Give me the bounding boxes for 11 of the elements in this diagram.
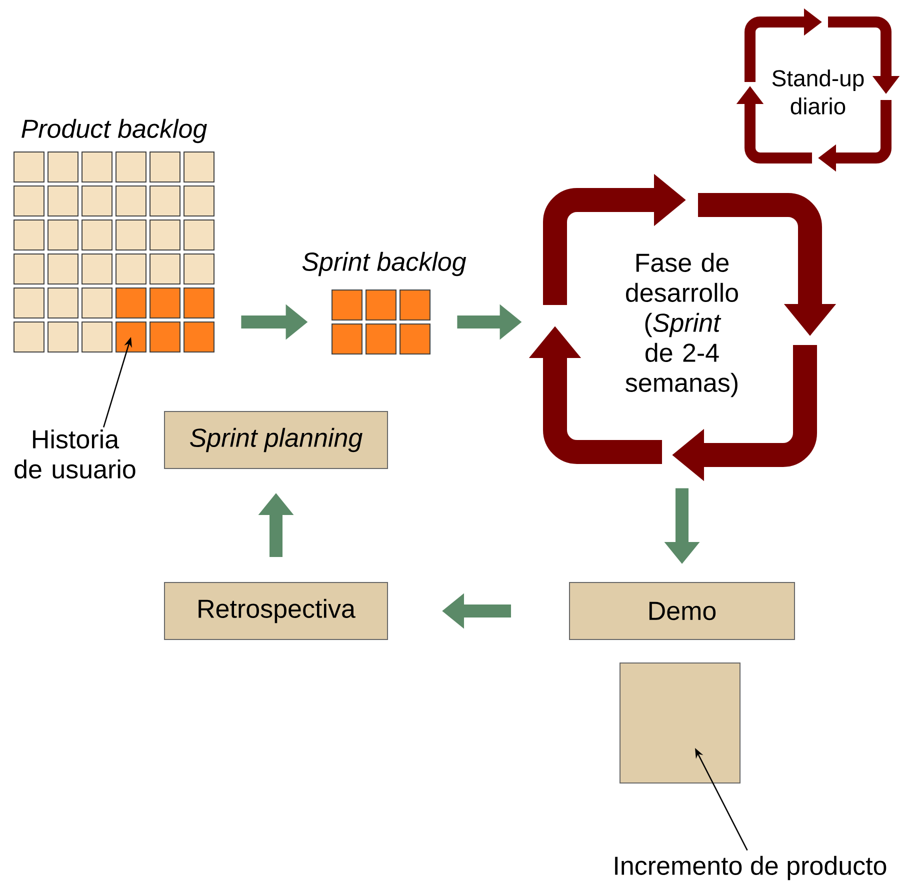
process-box: Sprint planning xyxy=(164,411,388,469)
process-box: Retrospectiva xyxy=(164,582,388,640)
grid-heading: Product backlog xyxy=(22,118,207,144)
callout-label: Historia de usuario xyxy=(14,429,136,479)
phase-label: Fase de desarrollo (Sprint de 2-4 semanas) xyxy=(626,252,738,398)
cycle-label: Stand-up diario xyxy=(772,70,864,114)
grid-heading: Sprint backlog xyxy=(302,252,466,276)
process-box: Demo xyxy=(569,582,796,640)
callout-label: Incremento de producto xyxy=(615,856,886,880)
story-cell xyxy=(116,322,146,352)
increment-box xyxy=(620,662,741,784)
